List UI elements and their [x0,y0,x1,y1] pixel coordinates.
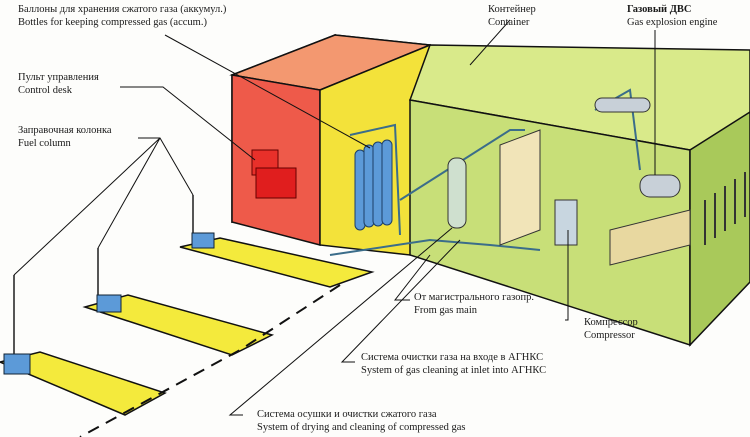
label-control-desk-ru: Пульт управления [18,72,99,83]
label-compressor-ru: Компрессор [584,317,638,328]
control-desk [251,149,297,199]
label-gas-main-ru: От магистрального газопр. [414,292,534,303]
label-control-desk: Пульт управления Control desk [18,72,99,97]
container-right-face [689,111,750,347]
fuel-columns [3,195,215,375]
gas-bottles [354,139,393,231]
engine-base [609,209,691,266]
compressor-unit [554,199,578,246]
gas-engine [639,174,681,198]
inlet-filter [447,157,467,229]
label-drying-en: System of drying and cleaning of compres… [257,421,466,433]
label-inlet-cleaning-ru: Система очистки газа на входе в АГНКС [361,352,544,363]
label-inlet-cleaning: Система очистки газа на входе в АГНКС Sy… [361,352,546,377]
vent-grille [704,172,746,245]
label-inlet-cleaning-en: System of gas cleaning at inlet into АГН… [361,364,547,376]
label-engine-en: Gas explosion engine [627,16,718,28]
label-bottles: Баллоны для хранения сжатого газа (аккум… [18,4,226,29]
label-compressor: Компрессор Compressor [584,317,638,342]
label-fuel-column-ru: Заправочная колонка [18,125,112,136]
label-drying-ru: Система осушки и очистки сжатого газа [257,409,437,420]
label-container: Контейнер Container [488,4,536,29]
label-fuel-column: Заправочная колонка Fuel column [18,125,112,150]
label-fuel-column-en: Fuel column [18,137,71,149]
label-gas-main: От магистрального газопр. From gas main [414,292,534,317]
label-drying: Система осушки и очистки сжатого газа Sy… [257,409,466,434]
equipment [447,97,691,266]
receiver [594,97,651,113]
label-engine: Газовый ДВС Gas explosion engine [627,4,717,29]
underground-pipes [79,284,341,437]
label-container-ru: Контейнер [488,4,536,15]
label-compressor-en: Compressor [584,329,635,341]
label-control-desk-en: Control desk [18,84,72,96]
label-bottles-ru: Баллоны для хранения сжатого газа (аккум… [18,4,227,15]
label-bottles-en: Bottles for keeping compressed gas (accu… [18,16,207,28]
label-gas-main-en: From gas main [414,304,477,316]
label-container-en: Container [488,16,530,28]
fuel-pads [0,237,375,416]
pipes [329,88,641,256]
label-engine-ru: Газовый ДВС [627,4,692,15]
cleaning-unit [499,129,541,246]
leader-lines [13,19,656,416]
